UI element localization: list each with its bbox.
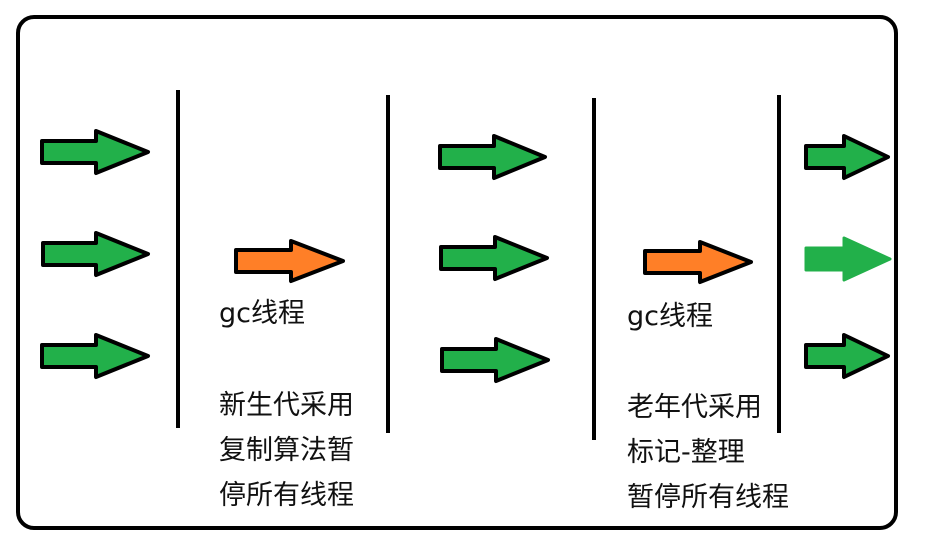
- old-gc-description-line: 暂停所有线程: [627, 482, 789, 513]
- young-gc-description-line: 停所有线程: [219, 480, 354, 511]
- app-thread-arrow: [438, 134, 547, 180]
- app-thread-arrow: [40, 129, 150, 175]
- young-gc-description-line: 新生代采用: [219, 390, 354, 421]
- app-thread-arrow: [804, 134, 890, 180]
- diagram-frame: [16, 15, 898, 530]
- app-thread-arrow: [440, 337, 550, 383]
- app-thread-arrow: [40, 333, 150, 379]
- young-gc-description-line: 复制算法暂: [219, 435, 354, 466]
- app-thread-arrow: [804, 333, 890, 379]
- young-gc-thread-label: gc线程: [219, 298, 305, 329]
- old-gc-thread-label: gc线程: [627, 301, 713, 332]
- app-thread-arrow: [41, 231, 150, 277]
- old-gc-description-line: 老年代采用: [627, 392, 762, 423]
- app-thread-arrow: [804, 236, 892, 282]
- app-thread-arrow: [439, 235, 549, 281]
- gc-thread-arrow-young: [234, 239, 345, 283]
- old-gc-description-line: 标记-整理: [627, 437, 745, 468]
- gc-thread-arrow-old: [643, 240, 753, 284]
